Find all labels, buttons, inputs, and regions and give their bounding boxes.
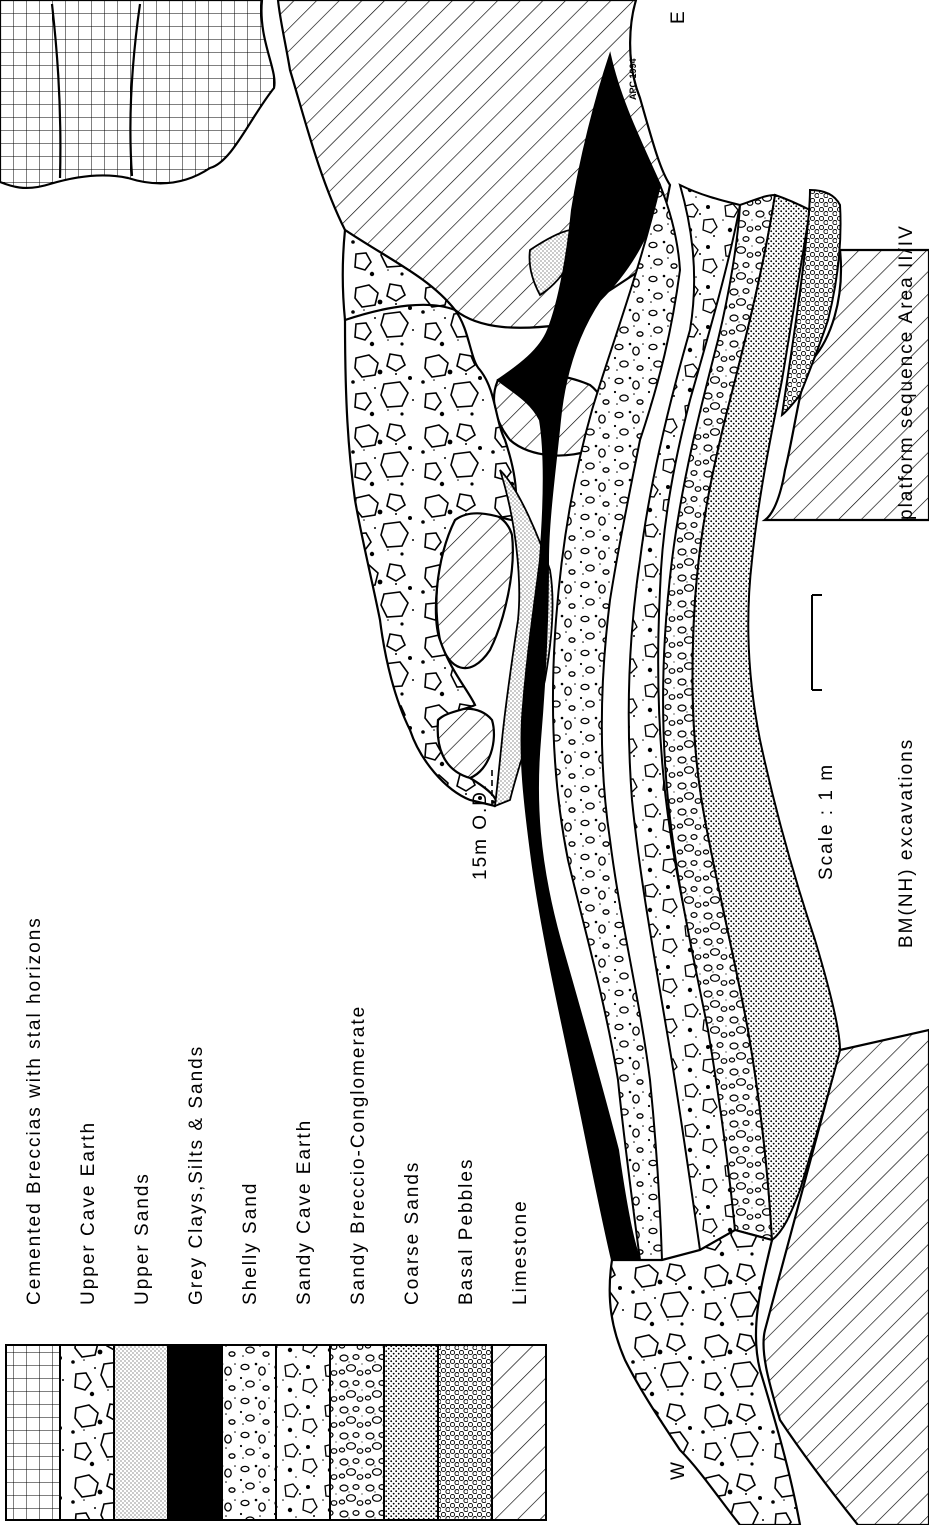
caption-line-1: BM(NH) excavations — [896, 738, 917, 948]
legend-swatch-grid — [6, 1345, 60, 1520]
west-label: W — [668, 1460, 689, 1480]
legend-label-shelly: Shelly Sand — [240, 1182, 261, 1305]
legend-swatch-sandyearth — [276, 1345, 330, 1520]
legend-label-conglom: Sandy Breccio-Conglomerate — [348, 1005, 369, 1305]
legend-label-black: Grey Clays,Silts & Sands — [186, 1045, 207, 1305]
legend-swatch-breccia — [60, 1345, 114, 1520]
scale-bar — [812, 595, 822, 690]
caption-line-2: platform sequence Area II/IV — [896, 224, 917, 520]
east-label: E — [668, 9, 689, 24]
legend-swatch-pebbles — [438, 1345, 492, 1520]
legend-label-coarsedots: Coarse Sands — [402, 1161, 423, 1305]
legend-label-pebbles: Basal Pebbles — [456, 1158, 477, 1305]
legend-label-hatch: Limestone — [510, 1199, 531, 1305]
legend-swatch-conglom — [330, 1345, 384, 1520]
legend-label-grid: Cemented Breccias with stal horizons — [24, 916, 45, 1305]
datum-label: 15m O.D. — [470, 783, 491, 880]
legend-swatches — [6, 1345, 546, 1520]
legend-swatch-black — [168, 1345, 222, 1520]
artist-signature: APC 1994 — [628, 58, 638, 100]
legend-swatch-hatch — [492, 1345, 546, 1520]
legend-label-sandyearth: Sandy Cave Earth — [294, 1119, 315, 1305]
legend-label-breccia: Upper Cave Earth — [78, 1121, 99, 1305]
legend-swatch-coarsedots — [384, 1345, 438, 1520]
legend-swatch-shelly — [222, 1345, 276, 1520]
legend-label-finedots: Upper Sands — [132, 1172, 153, 1305]
legend-swatch-finedots — [114, 1345, 168, 1520]
scale-label: Scale : 1 m — [816, 763, 837, 880]
